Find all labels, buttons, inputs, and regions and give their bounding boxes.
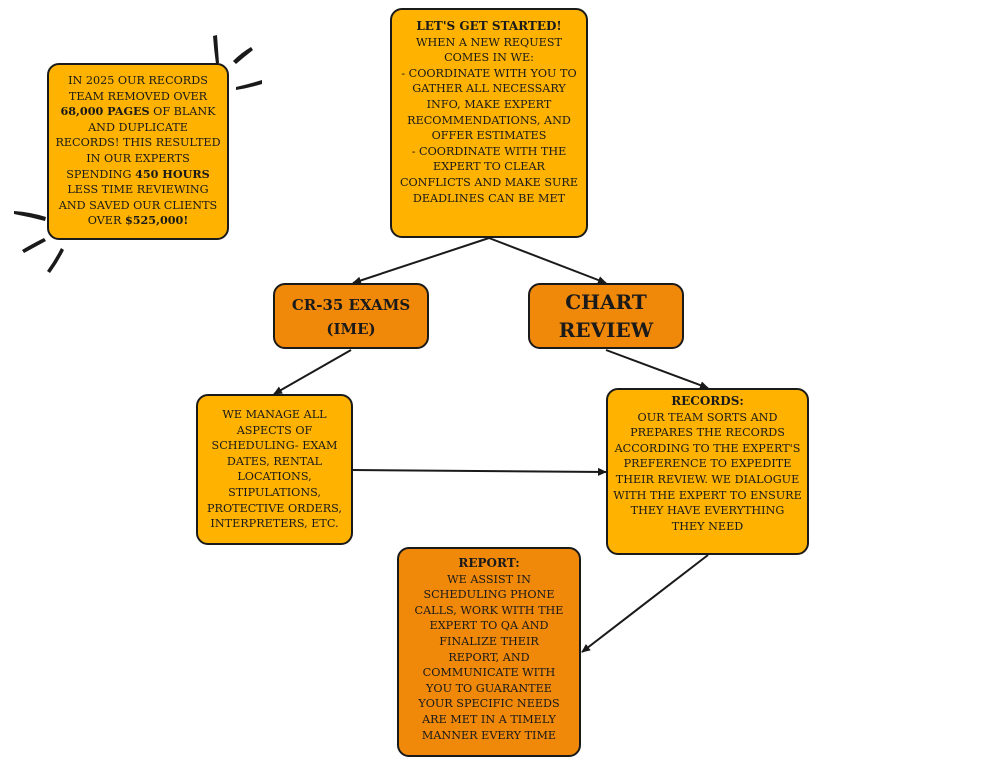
scheduling-line: STIPULATIONS, <box>228 485 321 499</box>
start-title: LET'S GET STARTED! <box>416 19 562 33</box>
stat-text: OF BLANK <box>149 105 216 119</box>
records-line: WITH THE EXPERT TO ENSURE <box>613 488 802 502</box>
pages-stat: 68,000 PAGES <box>60 104 150 119</box>
start-line: CONFLICTS AND MAKE SURE <box>399 175 579 189</box>
report-line: EXPERT TO QA AND <box>429 619 549 633</box>
stat-line: SPENDING 450 HOURS <box>49 167 227 183</box>
arrow-records-to-report <box>581 554 709 653</box>
chart-review-title: REVIEW <box>558 318 654 342</box>
cr35-title: CR-35 EXAMS <box>291 296 411 314</box>
arrow-chart-to-records <box>605 349 709 389</box>
start-line: WHEN A NEW REQUEST <box>416 35 562 49</box>
cr35-exams-box: CR-35 EXAMS (IME) <box>273 283 429 349</box>
stat-line: IN 2025 OUR RECORDS <box>68 74 208 87</box>
scheduling-line: LOCATIONS, <box>237 470 312 484</box>
report-line: YOUR SPECIFIC NEEDS <box>418 697 560 711</box>
cr35-subtitle: (IME) <box>326 320 376 338</box>
start-line: - COORDINATE WITH YOU TO <box>401 66 577 80</box>
scheduling-line: WE MANAGE ALL <box>222 408 327 421</box>
chart-review-title: CHART <box>565 290 647 314</box>
start-line: COMES IN WE: <box>444 51 534 65</box>
records-line: ACCORDING TO THE EXPERT'S <box>614 441 801 455</box>
start-line: - COORDINATE WITH THE <box>411 144 567 158</box>
records-box: RECORDS: OUR TEAM SORTS AND PREPARES THE… <box>606 388 809 555</box>
records-line: THEY NEED <box>671 519 744 533</box>
arrow-cr35-to-schedule <box>273 349 352 395</box>
stat-text: SPENDING <box>66 167 136 181</box>
start-line: GATHER ALL NECESSARY <box>412 82 566 96</box>
records-line: THEY HAVE EVERYTHING <box>630 504 785 518</box>
stat-callout-box: IN 2025 OUR RECORDS TEAM REMOVED OVER 68… <box>47 63 229 240</box>
stat-line: OVER $525,000! <box>49 213 227 229</box>
scheduling-line: PROTECTIVE ORDERS, <box>207 501 342 515</box>
stat-line: IN OUR EXPERTS <box>86 151 190 165</box>
money-stat: $525,000! <box>124 213 189 228</box>
report-title: REPORT: <box>458 556 520 570</box>
start-line: DEADLINES CAN BE MET <box>412 191 566 205</box>
report-line: SCHEDULING PHONE <box>423 588 555 602</box>
stat-text: OVER <box>87 214 125 228</box>
records-line: OUR TEAM SORTS AND <box>637 410 778 424</box>
stat-line: 68,000 PAGES OF BLANK <box>49 104 227 120</box>
report-line: FINALIZE THEIR <box>439 634 539 648</box>
start-line: EXPERT TO CLEAR <box>433 160 545 174</box>
report-line: CALLS, WORK WITH THE <box>414 603 564 617</box>
report-line: COMMUNICATE WITH <box>422 666 556 680</box>
records-title: RECORDS: <box>671 394 744 408</box>
stat-line: AND DUPLICATE <box>88 120 188 134</box>
stat-line: AND SAVED OUR CLIENTS <box>58 198 218 212</box>
start-box: LET'S GET STARTED! WHEN A NEW REQUEST CO… <box>390 8 588 238</box>
scheduling-line: DATES, RENTAL <box>226 454 323 468</box>
records-line: THEIR REVIEW. WE DIALOGUE <box>615 472 800 486</box>
scheduling-line: INTERPRETERS, ETC. <box>210 517 339 531</box>
records-line: PREPARES THE RECORDS <box>630 426 785 440</box>
scheduling-line: SCHEDULING- EXAM <box>211 439 338 453</box>
stat-line: LESS TIME REVIEWING <box>67 183 209 197</box>
report-line: WE ASSIST IN <box>447 572 531 586</box>
start-line: INFO, MAKE EXPERT <box>426 97 552 111</box>
arrow-schedule-to-records <box>351 467 607 476</box>
hours-stat: 450 HOURS <box>135 166 210 181</box>
scheduling-line: ASPECTS OF <box>236 423 313 437</box>
report-line: REPORT, AND <box>448 650 530 664</box>
report-box: REPORT: WE ASSIST IN SCHEDULING PHONE CA… <box>397 547 581 757</box>
arrow-start-to-chart <box>488 237 607 284</box>
report-line: ARE MET IN A TIMELY <box>422 712 556 726</box>
report-line: YOU TO GUARANTEE <box>426 681 552 695</box>
scheduling-box: WE MANAGE ALL ASPECTS OF SCHEDULING- EXA… <box>196 394 353 545</box>
arrow-start-to-cr35 <box>352 237 490 285</box>
stat-line: RECORDS! THIS RESULTED <box>55 136 221 150</box>
stat-line: TEAM REMOVED OVER <box>68 89 208 103</box>
report-line: MANNER EVERY TIME <box>421 728 557 742</box>
chart-review-box: CHART REVIEW <box>528 283 684 349</box>
start-line: RECOMMENDATIONS, AND <box>407 113 571 127</box>
start-line: OFFER ESTIMATES <box>431 129 547 143</box>
records-line: PREFERENCE TO EXPEDITE <box>623 457 792 471</box>
